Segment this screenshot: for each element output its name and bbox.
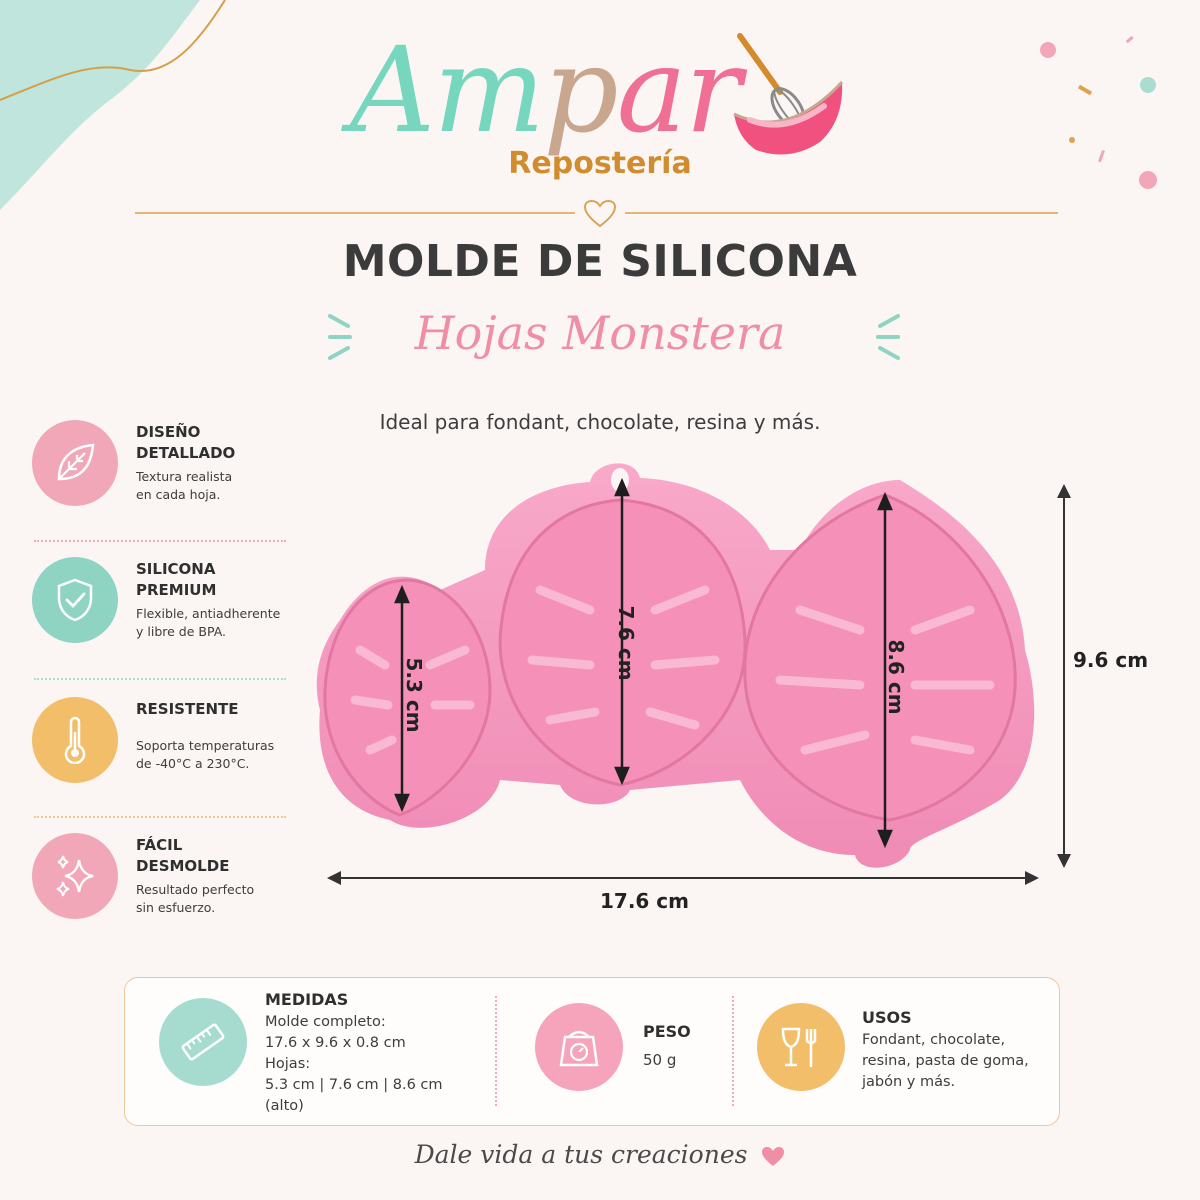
- product-script-title: Hojas Monstera: [414, 306, 786, 360]
- feature-separator: [34, 816, 286, 818]
- page-title: MOLDE DE SILICONA: [342, 236, 858, 287]
- overall-height-measurement: 9.6 cm: [1073, 648, 1149, 672]
- brand-logo: Ampar: [350, 20, 750, 160]
- monstera-mold-image: [316, 463, 1035, 868]
- width-dimension-arrow: [327, 871, 1039, 885]
- feature-title: RESISTENTE: [136, 700, 239, 718]
- spec-value-medidas: Molde completo: 17.6 x 9.6 x 0.8 cm Hoja…: [265, 1014, 443, 1114]
- spec-icon-circle: [535, 1003, 623, 1091]
- confetti-decoration: [1040, 35, 1157, 189]
- sparkles-icon: [56, 855, 94, 897]
- feature-icon-circle: [32, 557, 118, 643]
- header-divider-left: [135, 212, 575, 214]
- small-leaf-measurement: 5.3 cm: [402, 657, 426, 733]
- sparkle-lines-left-icon: [328, 314, 352, 360]
- spec-icon-circle: [757, 1003, 845, 1091]
- whisk-bowl-icon: [733, 33, 844, 155]
- heart-icon: [762, 1146, 785, 1166]
- brand-logo-part-3: ar: [616, 21, 742, 159]
- thermometer-icon: [64, 716, 86, 764]
- feature-icon-circle: [32, 420, 118, 506]
- brand-logo-part-2: p: [543, 21, 619, 159]
- overall-width-measurement: 17.6 cm: [600, 889, 690, 913]
- spec-value-peso: 50 g: [643, 1051, 677, 1069]
- height-dimension-arrow: [1057, 484, 1071, 868]
- glass-fork-icon: [781, 1027, 817, 1067]
- large-leaf-measurement: 8.6 cm: [884, 639, 908, 715]
- spec-label-peso: PESO: [643, 1022, 691, 1041]
- spec-icon-circle: [159, 998, 247, 1086]
- brand-logo-part-1: Am: [350, 21, 545, 159]
- spec-separator: [732, 996, 734, 1106]
- ruler-icon: [181, 1023, 225, 1061]
- feature-icon-circle: [32, 833, 118, 919]
- heart-divider-icon: [583, 199, 617, 228]
- footer-slogan: Dale vida a tus creaciones: [0, 1140, 1200, 1169]
- specs-card: MEDIDAS Molde completo: 17.6 x 9.6 x 0.8…: [124, 977, 1060, 1126]
- product-tagline: Ideal para fondant, chocolate, resina y …: [379, 410, 821, 434]
- medium-leaf-measurement: 7.6 cm: [614, 605, 638, 681]
- leaf-icon: [57, 443, 95, 481]
- feature-separator: [34, 678, 286, 680]
- sparkle-lines-right-icon: [876, 314, 900, 360]
- feature-separator: [34, 540, 286, 542]
- feature-icon-circle: [32, 697, 118, 783]
- brand-subtitle: Repostería: [508, 146, 692, 181]
- spec-separator: [495, 996, 497, 1106]
- decorative-corner-wave: [0, 0, 226, 210]
- spec-value-usos: Fondant, chocolate, resina, pasta de gom…: [862, 1032, 1029, 1090]
- spec-label-usos: USOS: [862, 1008, 912, 1027]
- footer-text: Dale vida a tus creaciones: [414, 1140, 748, 1169]
- header-divider-right: [625, 212, 1058, 214]
- spec-label-medidas: MEDIDAS: [265, 990, 349, 1009]
- scale-icon: [559, 1030, 599, 1067]
- shield-check-icon: [57, 578, 93, 622]
